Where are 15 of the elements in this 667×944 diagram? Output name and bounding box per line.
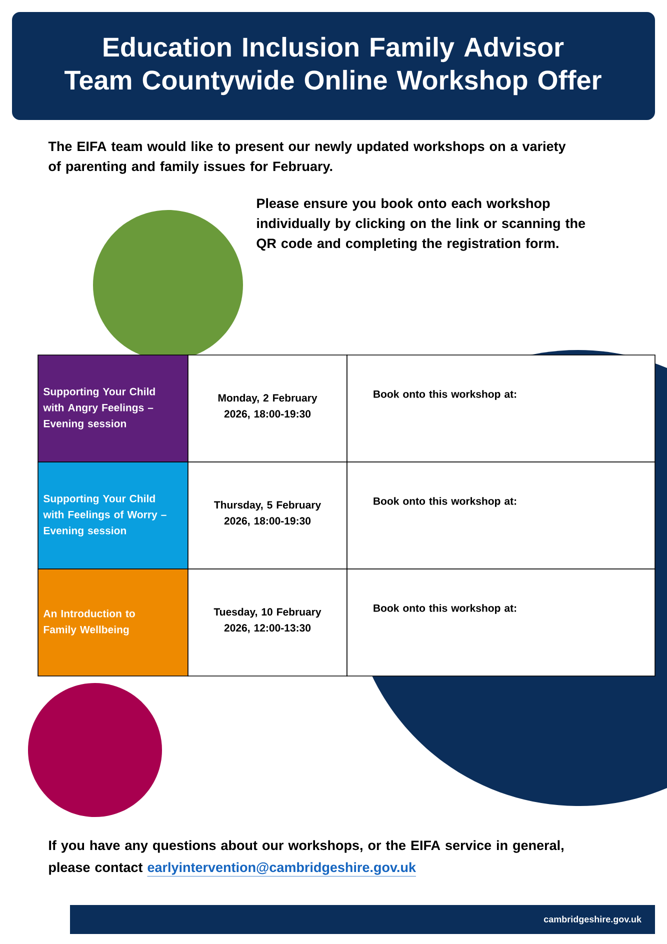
contact-text: If you have any questions about our workshops, or the EIFA service in general, please contact earlyintervention@cambridgeshire.gov.uk bbox=[49, 840, 564, 876]
table-cell: Tuesday, 10 February 2026, 12:00-13:30 bbox=[188, 568, 348, 676]
table-cell: Book onto this workshop at: bbox=[346, 568, 656, 676]
email-link: earlyintervention@cambridgeshire.gov.uk bbox=[147, 862, 416, 876]
table-cell: Supporting Your Child with Angry Feelings – Evening session bbox=[38, 354, 188, 462]
table-cell: An Introduction to Family Wellbeing bbox=[38, 568, 188, 676]
table-cell: Supporting Your Child with Feelings of Worry – Evening session bbox=[38, 462, 188, 570]
instruction-text: Please ensure you book onto each workshop individually by clicking on the link or scanning the QR code and completing the registration form. bbox=[256, 198, 586, 251]
table-cell: Thursday, 5 February 2026, 18:00-19:30 bbox=[188, 462, 348, 570]
title-banner: Education Inclusion Family Advisor Team Countywide Online Workshop Offer bbox=[12, 12, 655, 120]
table-cell: Book onto this workshop at: bbox=[346, 462, 656, 570]
footer-bar: cambridgeshire.gov.uk bbox=[70, 905, 655, 934]
table-cell: Monday, 2 February 2026, 18:00-19:30 bbox=[188, 354, 348, 462]
intro-text: The EIFA team would like to present our newly updated workshops on a variety of parenting and family issues for February. bbox=[48, 141, 566, 174]
table-cell: Book onto this workshop at: bbox=[346, 354, 656, 462]
